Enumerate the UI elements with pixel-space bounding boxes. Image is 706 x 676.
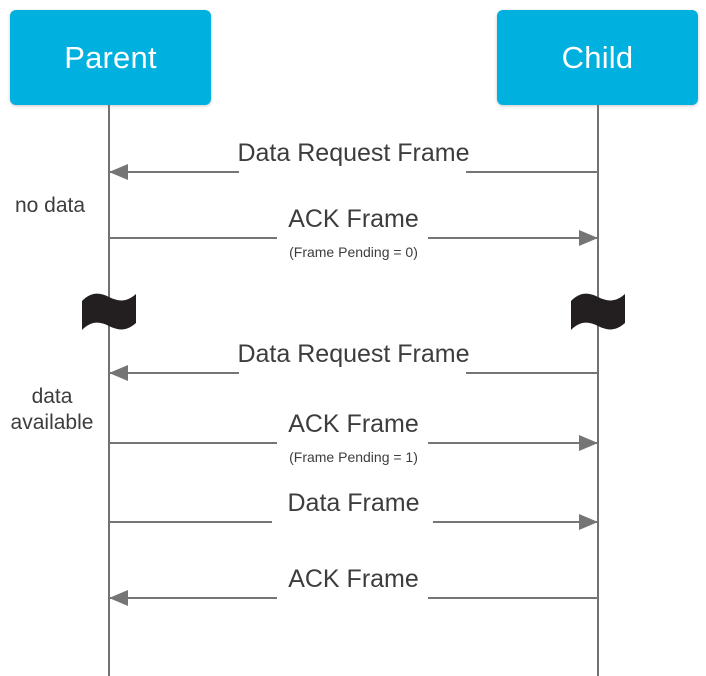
- break-glyph-child: [570, 291, 626, 333]
- message-label: ACK Frame: [278, 412, 429, 437]
- message-line-left: [109, 521, 272, 523]
- break-glyph-parent: [81, 291, 137, 333]
- arrowhead-right-icon: [579, 230, 598, 246]
- participant-box-child[interactable]: Child: [497, 10, 698, 105]
- message-line-left: [109, 597, 277, 599]
- message-line-right: [466, 171, 598, 173]
- message-line-right: [466, 372, 598, 374]
- arrowhead-right-icon: [579, 435, 598, 451]
- message-line-left: [109, 171, 239, 173]
- message-label: Data Request Frame: [227, 342, 480, 367]
- message-label: ACK Frame: [278, 207, 429, 232]
- message-line-left: [109, 442, 277, 444]
- message-sublabel: (Frame Pending = 0): [289, 244, 418, 260]
- message-line-left: [109, 237, 277, 239]
- message-label: Data Request Frame: [227, 141, 480, 166]
- participant-label-parent: Parent: [64, 40, 157, 75]
- lifeline-parent: [108, 105, 110, 676]
- lifeline-child: [597, 105, 599, 676]
- message-label: ACK Frame: [278, 567, 429, 592]
- arrowhead-left-icon: [109, 164, 128, 180]
- message-sublabel: (Frame Pending = 1): [289, 449, 418, 465]
- message-line-right: [428, 237, 598, 239]
- arrowhead-left-icon: [109, 365, 128, 381]
- message-line-right: [428, 442, 598, 444]
- participant-box-parent[interactable]: Parent: [10, 10, 211, 105]
- arrowhead-left-icon: [109, 590, 128, 606]
- message-line-right: [428, 597, 598, 599]
- message-line-right: [433, 521, 598, 523]
- side-note-no-data: no data: [14, 194, 86, 217]
- participant-label-child: Child: [561, 40, 634, 75]
- arrowhead-right-icon: [579, 514, 598, 530]
- message-label: Data Frame: [277, 491, 430, 516]
- side-note-data-available: data available: [10, 385, 94, 434]
- message-line-left: [109, 372, 239, 374]
